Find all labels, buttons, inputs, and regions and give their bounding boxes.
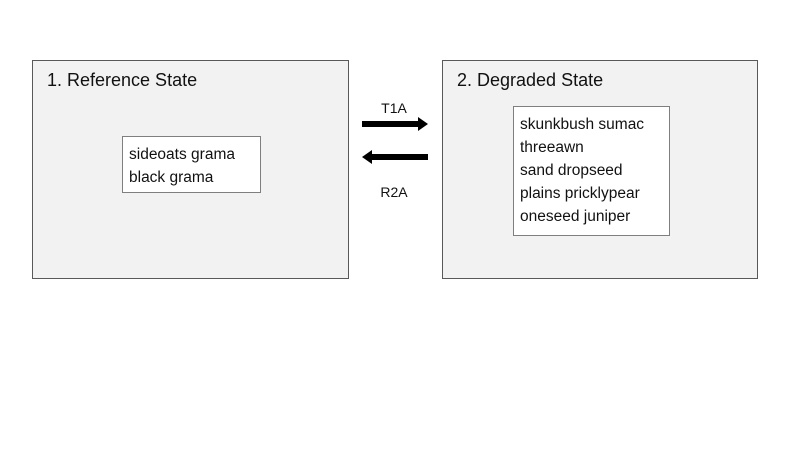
species-item: oneseed juniper [520, 208, 631, 225]
degraded-species-list: skunkbush sumac threeawn sand dropseed p… [520, 113, 663, 228]
left-arrow-icon [362, 150, 428, 164]
species-item: sand dropseed [520, 162, 623, 179]
right-arrow-icon [362, 117, 428, 131]
degraded-state-title: 2. Degraded State [457, 70, 604, 90]
species-item: black grama [129, 169, 214, 186]
transition-label-r2a: R2A [380, 184, 408, 200]
transition-label-t1a: T1A [381, 100, 407, 116]
degraded-state-box: 2. Degraded State skunkbush sumac threea… [442, 60, 758, 279]
species-item: threeawn [520, 139, 584, 156]
species-item: plains pricklypear [520, 185, 640, 202]
species-item: skunkbush sumac [520, 116, 645, 133]
species-item: sideoats grama [129, 146, 235, 163]
reference-species-list: sideoats grama black grama [129, 143, 254, 189]
reference-state-title: 1. Reference State [47, 70, 198, 90]
reference-species-box: sideoats grama black grama [122, 136, 261, 193]
degraded-species-box: skunkbush sumac threeawn sand dropseed p… [513, 106, 670, 236]
reference-state-box: 1. Reference State sideoats grama black … [32, 60, 349, 279]
